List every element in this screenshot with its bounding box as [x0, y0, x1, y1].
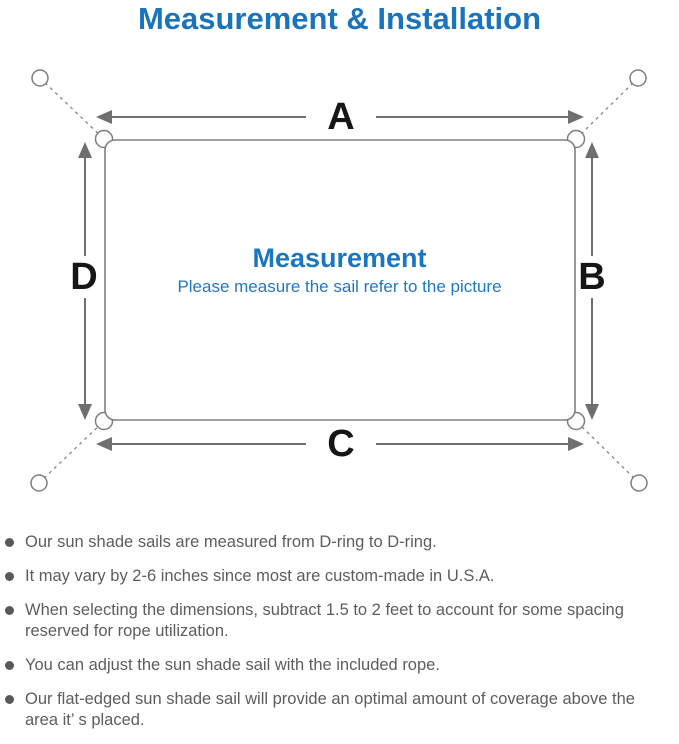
note-text: You can adjust the sun shade sail with t… [25, 656, 440, 674]
dimension-label-d: D [70, 256, 97, 298]
anchor-point-bottom-right-icon [630, 474, 648, 492]
dimension-label-b: B [578, 256, 605, 298]
dimension-label-c: C [327, 423, 354, 465]
sail-diagram-canvas: A B C D [30, 69, 648, 492]
dimension-arrow-c [96, 437, 584, 451]
note-text: Our sun shade sails are measured from D-… [25, 533, 437, 551]
list-item: When selecting the dimensions, subtract … [5, 600, 674, 642]
diagram-center-subheading: Please measure the sail refer to the pic… [177, 277, 502, 296]
rope-line-bottom-left [38, 420, 105, 484]
note-text: Our flat-edged sun shade sail will provi… [25, 690, 635, 729]
list-item: It may vary by 2-6 inches since most are… [5, 566, 674, 587]
bullet-dot-icon [5, 661, 14, 670]
list-item: You can adjust the sun shade sail with t… [5, 655, 674, 676]
sail-outline [104, 139, 576, 421]
rope-line-top-right [575, 77, 639, 140]
rope-line-top-left [39, 77, 105, 140]
list-item: Our flat-edged sun shade sail will provi… [5, 689, 674, 731]
notes-list: Our sun shade sails are measured from D-… [5, 532, 674, 744]
diagram-center-heading: Measurement [252, 243, 427, 273]
anchor-point-top-left-icon [31, 69, 49, 87]
measurement-diagram: A B C D [0, 48, 679, 508]
bullet-dot-icon [5, 606, 14, 615]
dimension-arrow-b [585, 142, 599, 420]
anchor-point-bottom-left-icon [30, 474, 48, 492]
dimension-label-a: A [327, 96, 354, 138]
page-title: Measurement & Installation [137, 1, 542, 36]
bullet-dot-icon [5, 695, 14, 704]
dimension-arrow-a [96, 110, 584, 124]
dimension-arrow-d [78, 142, 92, 420]
bullet-dot-icon [5, 572, 14, 581]
note-text: When selecting the dimensions, subtract … [25, 601, 624, 640]
bullet-dot-icon [5, 538, 14, 547]
anchor-point-top-right-icon [629, 69, 647, 87]
rope-line-bottom-right [575, 420, 640, 484]
note-text: It may vary by 2-6 inches since most are… [25, 567, 495, 585]
list-item: Our sun shade sails are measured from D-… [5, 532, 674, 553]
diagram-center-text: Measurement Please measure the sail refe… [0, 243, 679, 297]
